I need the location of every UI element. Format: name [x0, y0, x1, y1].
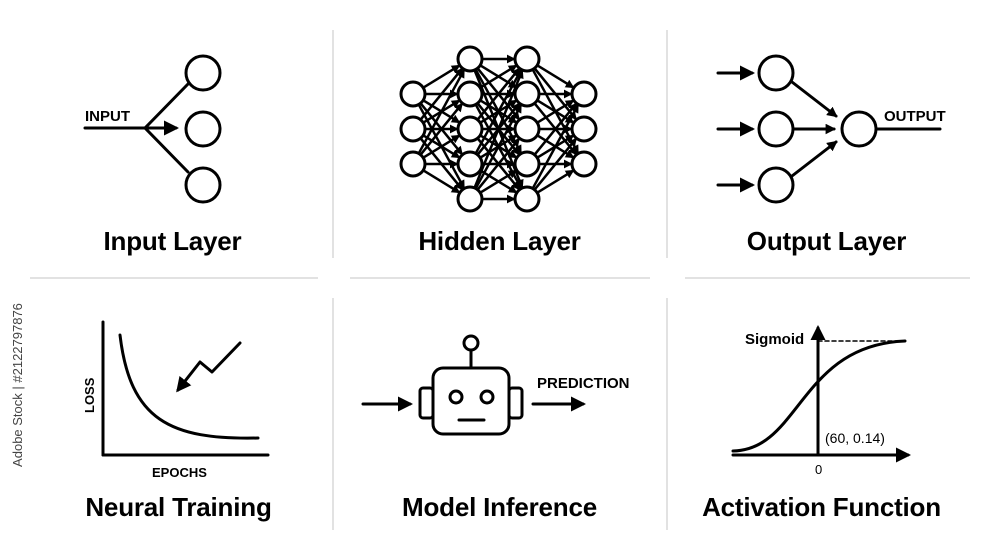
network-node — [399, 150, 427, 178]
sigmoid-curve — [731, 339, 907, 453]
network-edge — [419, 67, 463, 121]
network-edge — [476, 67, 520, 121]
network-node — [456, 150, 484, 178]
network-edge — [536, 99, 575, 124]
network-edge — [536, 64, 575, 89]
network-edge — [533, 137, 577, 191]
hidden-layer-caption: Hidden Layer — [418, 226, 581, 256]
network-node — [513, 185, 541, 213]
network-node — [570, 150, 598, 178]
network-node — [513, 45, 541, 73]
network-edge — [474, 68, 522, 155]
network-edge — [422, 169, 461, 194]
network-node — [456, 185, 484, 213]
network-node — [456, 115, 484, 143]
input-layer-caption: Input Layer — [103, 226, 242, 256]
model-inference-icon — [361, 334, 586, 436]
network-edge — [536, 169, 575, 194]
network-node — [456, 80, 484, 108]
network-edge — [479, 64, 518, 89]
network-edge — [419, 102, 463, 156]
network-node — [513, 80, 541, 108]
input-arrow-label: INPUT — [85, 108, 130, 125]
hidden-layer-nodes — [399, 45, 598, 213]
activation-function-caption: Activation Function — [702, 492, 941, 522]
network-node — [399, 80, 427, 108]
network-edge — [474, 103, 522, 190]
network-node — [570, 80, 598, 108]
loss-axis-label: LOSS — [82, 377, 97, 413]
network-edge — [476, 137, 520, 191]
hidden-layer-edges — [417, 54, 579, 204]
network-edge — [533, 102, 577, 156]
output-layer-icon — [716, 54, 942, 204]
loss-curve — [118, 333, 260, 440]
point-label: (60, 0.14) — [825, 430, 885, 446]
grid-dividers — [30, 30, 970, 530]
prediction-arrow-label: PREDICTION — [537, 375, 630, 392]
network-edge — [422, 134, 461, 159]
stock-watermark-text: Adobe Stock | #2122797876 — [10, 303, 25, 467]
origin-label: 0 — [815, 462, 822, 477]
network-node — [456, 45, 484, 73]
network-edge — [422, 64, 461, 89]
lightning-arrow-icon — [176, 341, 242, 393]
network-edge — [531, 103, 579, 190]
network-node — [399, 115, 427, 143]
network-node — [513, 115, 541, 143]
hidden-layer-icon — [399, 45, 598, 213]
network-node — [513, 150, 541, 178]
network-edge — [417, 68, 465, 155]
output-layer-caption: Output Layer — [746, 226, 907, 256]
neural-training-caption: Neural Training — [85, 492, 272, 522]
input-layer-icon — [83, 54, 222, 204]
output-arrow-label: OUTPUT — [884, 108, 946, 125]
robot-icon — [418, 334, 524, 436]
model-inference-caption: Model Inference — [402, 492, 597, 522]
activation-function-icon — [731, 325, 911, 463]
sigmoid-label: Sigmoid — [745, 331, 804, 348]
network-node — [570, 115, 598, 143]
network-edge — [479, 169, 518, 194]
epochs-axis-label: EPOCHS — [152, 465, 207, 480]
neural-training-icon — [101, 320, 270, 457]
